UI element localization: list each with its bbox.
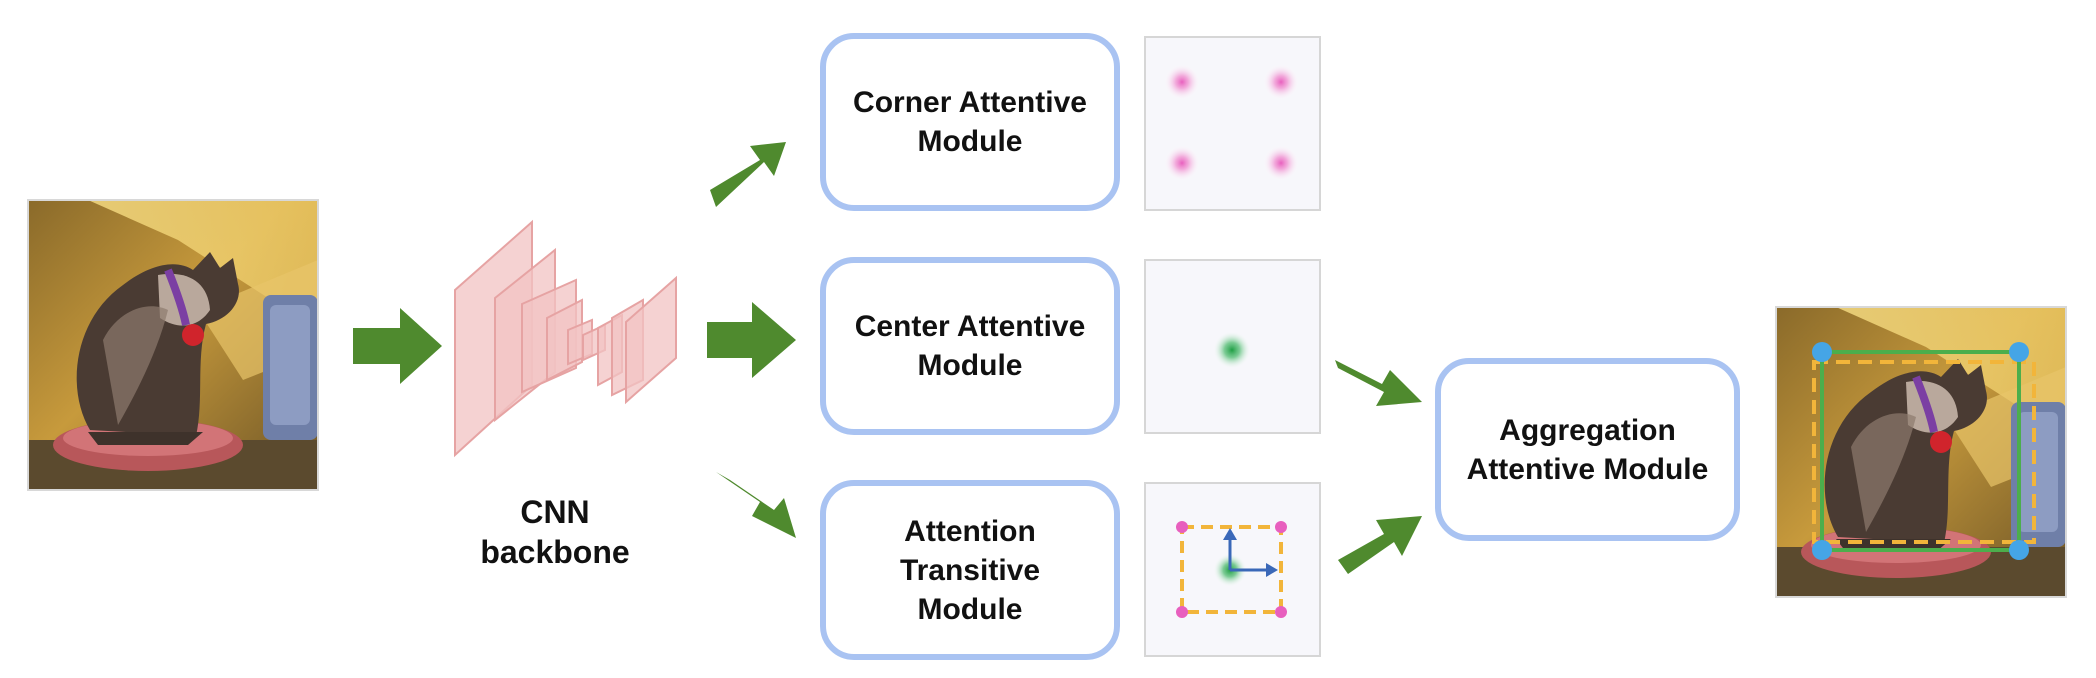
transitive-module-label: Attention Transitive Module	[899, 514, 1041, 626]
vector-arrow-icon	[1223, 528, 1278, 577]
output-cat-image	[1776, 307, 2066, 597]
attention-transitive-module: Attention Transitive Module	[820, 480, 1120, 660]
aggregation-module-label: Aggregation Attentive Module	[1466, 413, 1709, 486]
input-cat-image	[28, 200, 318, 490]
cnn-backbone-label: CNN backbone	[480, 494, 630, 570]
flow-arrow-icon	[716, 472, 796, 538]
center-module-label: Center Attentive Module	[854, 310, 1086, 382]
corner-heatmap	[1144, 36, 1321, 211]
transitive-heatmap	[1144, 482, 1321, 657]
aggregation-attentive-module: Aggregation Attentive Module	[1435, 358, 1740, 541]
flow-arrow-icon	[1338, 516, 1422, 574]
flow-arrow-icon	[710, 142, 786, 207]
flow-arrow-icon	[1335, 360, 1422, 406]
corner-module-label: Corner Attentive Module	[853, 86, 1087, 158]
corner-attentive-module: Corner Attentive Module	[820, 33, 1120, 211]
center-heatmap	[1144, 259, 1321, 434]
flow-arrow-icon	[707, 302, 796, 378]
cnn-layers-icon	[454, 219, 677, 458]
center-attentive-module: Center Attentive Module	[820, 257, 1120, 435]
flow-arrow-icon	[353, 308, 442, 384]
